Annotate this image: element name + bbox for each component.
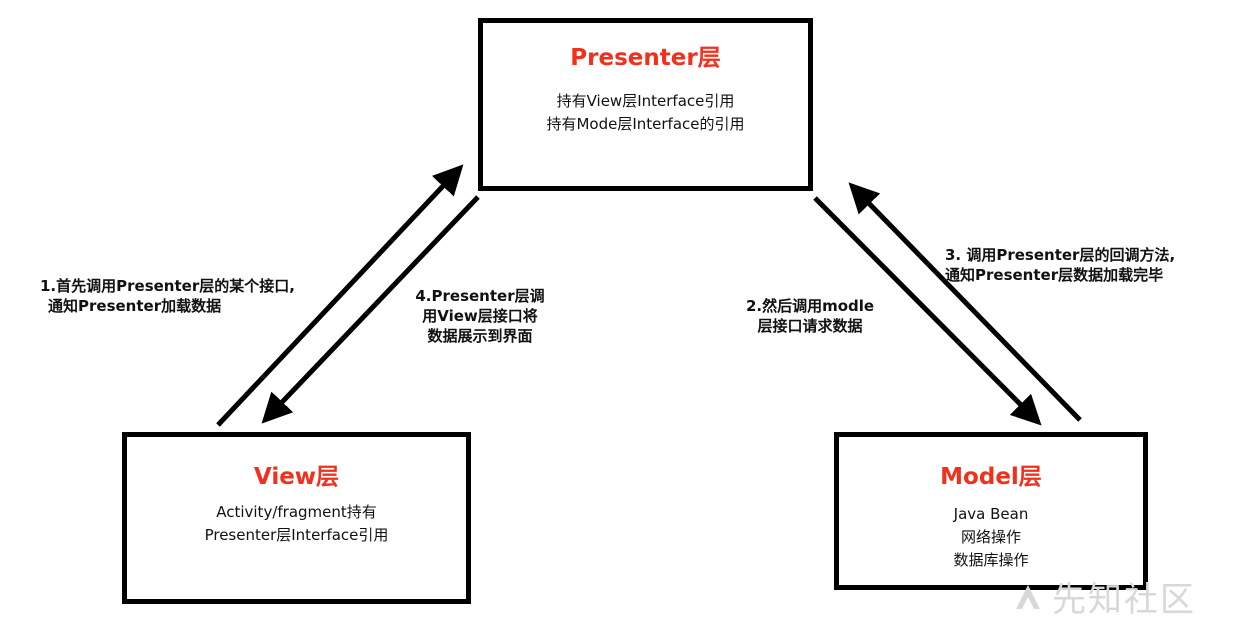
step-4-label: 4.Presenter层调 用View层接口将 数据展示到界面: [400, 286, 560, 346]
presenter-layer-title: Presenter层: [570, 45, 721, 71]
model-line-1: Java Bean: [953, 505, 1029, 523]
step-1-line-1: 1.首先调用Presenter层的某个接口,: [40, 277, 295, 295]
arrow-presenter-to-model: [813, 196, 1042, 426]
presenter-layer-box: Presenter层 持有View层Interface引用 持有Mode层Int…: [478, 18, 813, 191]
watermark: 先知社区: [1012, 572, 1196, 621]
step-4-line-2: 用View层接口将: [422, 307, 538, 325]
arrow-view-to-presenter: [216, 164, 464, 427]
view-line-1: Activity/fragment持有: [216, 503, 377, 521]
view-layer-title: View层: [253, 464, 340, 490]
step-3-line-2: 通知Presenter层数据加载完毕: [945, 266, 1164, 284]
step-1-label: 1.首先调用Presenter层的某个接口, 通知Presenter加载数据: [40, 276, 295, 316]
step-4-line-1: 4.Presenter层调: [415, 287, 545, 305]
model-line-3: 数据库操作: [953, 551, 1029, 569]
presenter-line-2: 持有Mode层Interface的引用: [546, 115, 745, 133]
step-4-line-3: 数据展示到界面: [427, 327, 533, 345]
step-1-line-2: 通知Presenter加载数据: [48, 297, 222, 315]
watermark-logo-icon: [1016, 584, 1040, 609]
view-line-2: Presenter层Interface引用: [204, 526, 389, 544]
arrow-presenter-to-view: [261, 195, 480, 424]
step-2-label: 2.然后调用modle 层接口请求数据: [730, 296, 890, 336]
step-3-line-1: 3. 调用Presenter层的回调方法,: [945, 246, 1176, 264]
model-line-2: 网络操作: [960, 528, 1021, 546]
step-3-label: 3. 调用Presenter层的回调方法, 通知Presenter层数据加载完毕: [945, 245, 1175, 285]
model-layer-title: Model层: [940, 464, 1042, 490]
watermark-text: 先知社区: [1052, 580, 1196, 620]
view-layer-box: View层 Activity/fragment持有 Presenter层Inte…: [122, 432, 471, 604]
arrow-model-to-presenter: [848, 182, 1082, 422]
presenter-line-1: 持有View层Interface引用: [556, 92, 735, 110]
step-2-line-1: 2.然后调用modle: [745, 297, 875, 315]
model-layer-box: Model层 Java Bean 网络操作 数据库操作: [834, 432, 1148, 590]
step-2-line-2: 层接口请求数据: [757, 317, 863, 335]
